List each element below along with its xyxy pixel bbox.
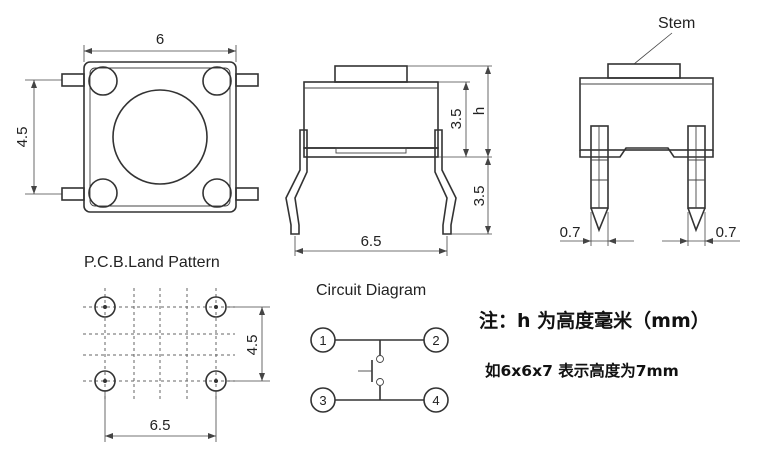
- side-view-body-dim: 3.5: [448, 109, 465, 130]
- pcb-pad: [205, 296, 227, 318]
- pin-1-label: 1: [319, 333, 326, 348]
- pcb-land-pattern: P.C.B.Land Pattern 4.5 6.5: [83, 254, 270, 442]
- circuit-diagram: Circuit Diagram 1 2 3 4: [310, 282, 449, 413]
- note-line-2: 如6x6x7 表示高度为7mm: [485, 361, 679, 380]
- side-view-h-dim: h: [471, 107, 488, 115]
- side-view: 3.5 h 3.5 6.5: [285, 65, 492, 256]
- pcb-horizontal-dim: 6.5: [150, 417, 171, 434]
- top-view-width-dim: 6: [156, 31, 164, 48]
- pcb-pad: [205, 370, 227, 392]
- top-view-height-dim: 4.5: [14, 127, 31, 148]
- pcb-vertical-dim: 4.5: [244, 335, 261, 356]
- end-view: Stem 0.7 0.7: [560, 15, 740, 246]
- side-view-leg-dim: 3.5: [471, 186, 488, 207]
- circuit-title: Circuit Diagram: [316, 282, 426, 299]
- stem-label: Stem: [658, 15, 695, 32]
- pcb-pad: [94, 296, 116, 318]
- top-view: 6 4.5: [14, 31, 259, 213]
- side-view-span-dim: 6.5: [361, 233, 382, 250]
- pin-2-label: 2: [432, 333, 439, 348]
- pin-4-label: 4: [432, 393, 439, 408]
- end-view-right-pin-dim: 0.7: [716, 224, 737, 241]
- note-line-1: 注：h 为高度毫米（mm）: [479, 309, 710, 332]
- pin-3-label: 3: [319, 393, 326, 408]
- end-view-left-pin-dim: 0.7: [560, 224, 581, 241]
- height-note: 注：h 为高度毫米（mm） 如6x6x7 表示高度为7mm: [479, 309, 710, 380]
- pcb-pad: [94, 370, 116, 392]
- pcb-title: P.C.B.Land Pattern: [84, 254, 220, 271]
